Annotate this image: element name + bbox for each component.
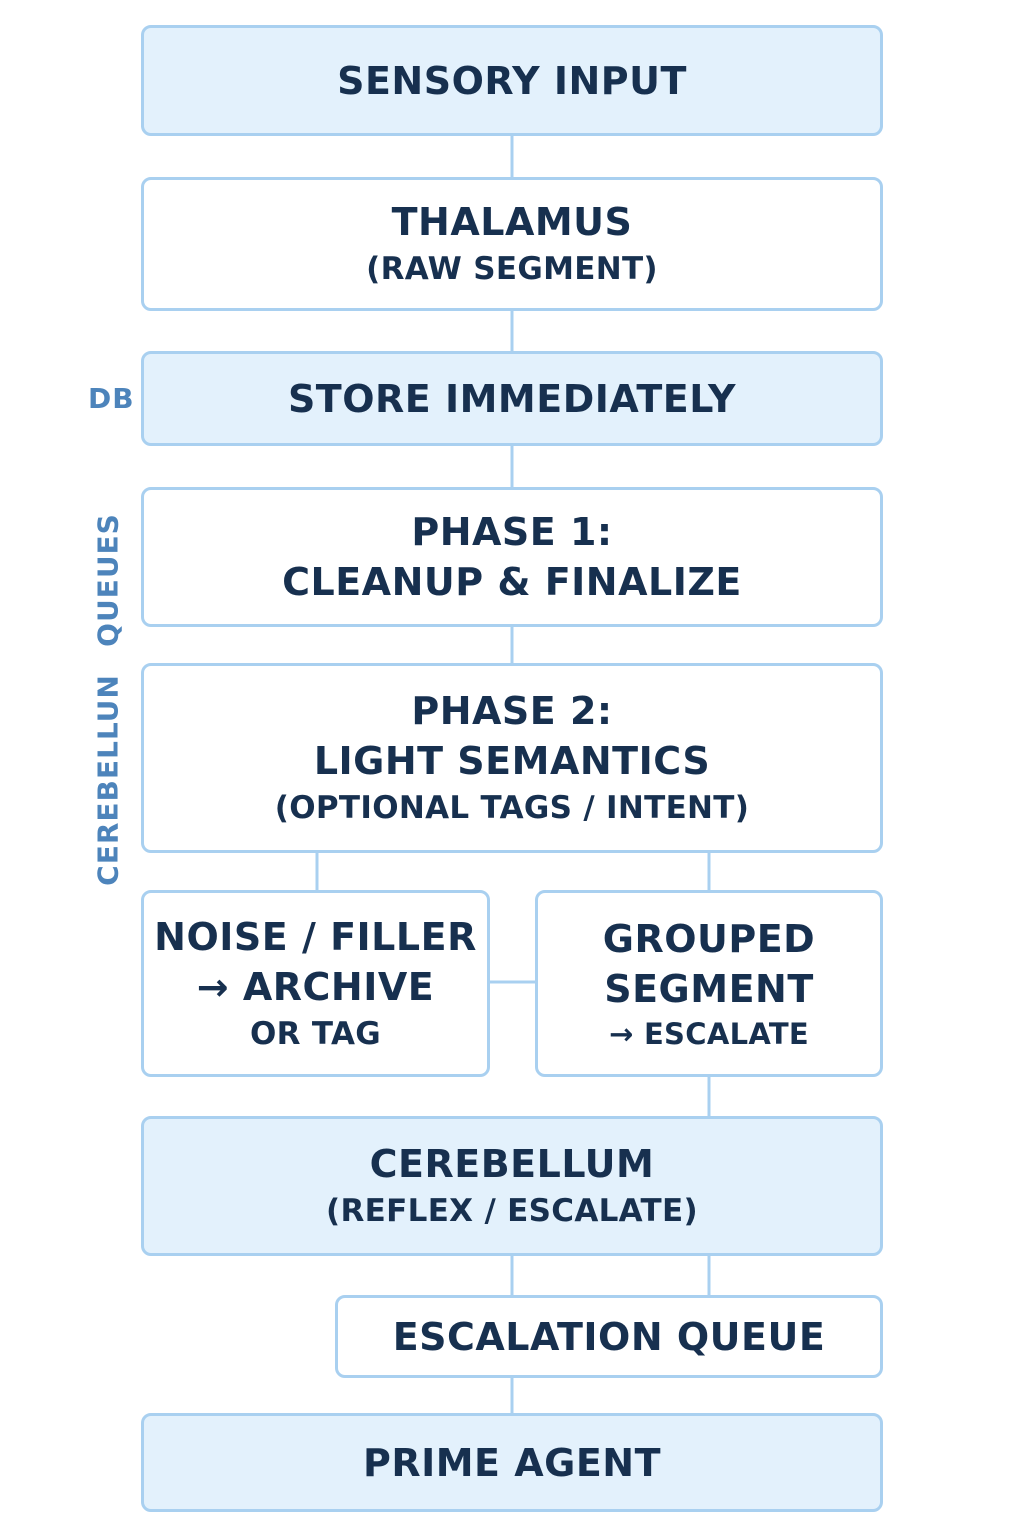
grouped-segment-action: → ESCALATE xyxy=(608,1016,810,1051)
phase1-box: PHASE 1: CLEANUP & FINALIZE xyxy=(141,487,883,627)
noise-filler-action: → ARCHIVE xyxy=(196,964,435,1009)
grouped-segment-box: GROUPED SEGMENT → ESCALATE xyxy=(535,890,883,1077)
noise-filler-alt: OR TAG xyxy=(250,1015,381,1052)
thalamus-title: THALAMUS xyxy=(391,200,633,244)
phase2-description: LIGHT SEMANTICS xyxy=(313,739,711,783)
noise-filler-title: NOISE / FILLER xyxy=(154,914,477,959)
prime-agent-label: PRIME AGENT xyxy=(362,1440,662,1485)
side-label-cerebellum: CEREBELLUN xyxy=(91,674,125,886)
sensory-input-box: SENSORY INPUT xyxy=(141,25,883,136)
side-label-queues: QUEUES xyxy=(91,513,125,647)
store-immediately-box: STORE IMMEDIATELY xyxy=(141,351,883,446)
grouped-segment-title-2: SEGMENT xyxy=(604,966,814,1011)
side-label-db: DB xyxy=(88,382,135,415)
phase2-note: (OPTIONAL TAGS / INTENT) xyxy=(274,790,750,826)
phase1-description: CLEANUP & FINALIZE xyxy=(282,560,742,604)
thalamus-box: THALAMUS (RAW SEGMENT) xyxy=(141,177,883,311)
sensory-input-label: SENSORY INPUT xyxy=(337,58,687,103)
prime-agent-box: PRIME AGENT xyxy=(141,1413,883,1512)
cerebellum-title: CEREBELLUM xyxy=(369,1142,655,1186)
noise-filler-box: NOISE / FILLER → ARCHIVE OR TAG xyxy=(141,890,490,1077)
escalation-queue-box: ESCALATION QUEUE xyxy=(335,1295,883,1378)
phase2-title: PHASE 2: xyxy=(411,689,613,733)
store-immediately-label: STORE IMMEDIATELY xyxy=(287,376,737,421)
cerebellum-subtitle: (REFLEX / ESCALATE) xyxy=(326,1193,698,1229)
escalation-queue-label: ESCALATION QUEUE xyxy=(392,1314,826,1359)
grouped-segment-title-1: GROUPED xyxy=(602,916,816,961)
thalamus-subtitle: (RAW SEGMENT) xyxy=(366,251,658,287)
phase1-title: PHASE 1: xyxy=(411,510,613,554)
cerebellum-box: CEREBELLUM (REFLEX / ESCALATE) xyxy=(141,1116,883,1256)
phase2-box: PHASE 2: LIGHT SEMANTICS (OPTIONAL TAGS … xyxy=(141,663,883,853)
